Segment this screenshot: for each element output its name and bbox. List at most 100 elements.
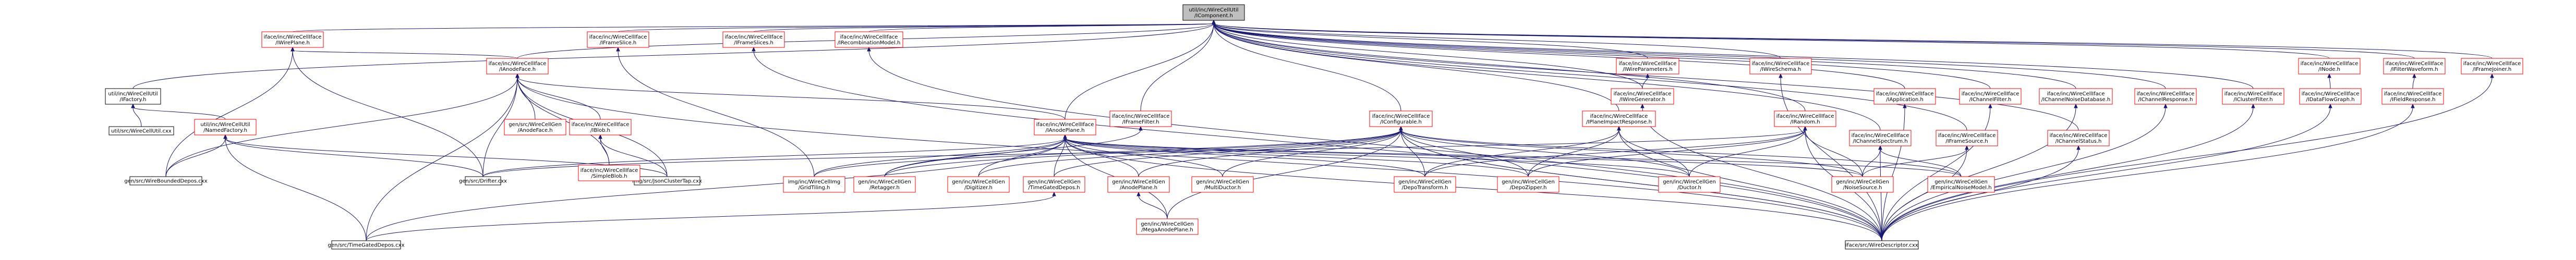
node-label-line: gen/inc/WireCellGen — [1663, 179, 1716, 185]
dependency-edge — [1212, 19, 2254, 89]
node-label-line: /SimpleBlob.h — [591, 174, 627, 179]
graph-node-anodeface[interactable]: gen/src/WireCellGen/AnodeFace.h — [504, 119, 566, 135]
node-label-line: gen/inc/WireCellGen — [1112, 179, 1165, 185]
node-box — [835, 31, 903, 48]
graph-node-irecombinationmodel[interactable]: iface/inc/WireCellIface/IRecombinationMo… — [835, 31, 903, 48]
graph-node-simpleblob[interactable]: iface/inc/WireCellIface/SimpleBlob.h — [578, 165, 640, 181]
graph-node-ichannelspectrum[interactable]: iface/inc/WireCellIface/IChannelSpectrum… — [1849, 130, 1912, 146]
node-label-line: util/inc/WireCellUtil — [1189, 7, 1238, 13]
node-label-line: iface/inc/WireCellIface — [2463, 61, 2521, 67]
graph-node-ichannelstatus[interactable]: iface/inc/WireCellIface/IChannelStatus.h — [2047, 130, 2110, 146]
graph-node-noisesource[interactable]: gen/inc/WireCellGen/NoiseSource.h — [1831, 176, 1894, 193]
dependency-edge — [515, 73, 601, 120]
dependency-edge — [165, 46, 295, 177]
dependency-edge — [1881, 103, 2332, 241]
node-box — [194, 119, 257, 135]
graph-node-retagger[interactable]: gen/inc/WireCellGen/Retagger.h — [853, 176, 916, 193]
dependency-edge — [1212, 19, 1991, 89]
graph-node-iblob[interactable]: iface/inc/WireCellIface/IBlob.h — [569, 119, 632, 135]
graph-node-iwiregenerator[interactable]: iface/inc/WireCellIface/IWireGenerator.h — [1611, 88, 1674, 105]
graph-node-inode[interactable]: iface/inc/WireCellIface/INode.h — [2298, 58, 2361, 75]
graph-node-idataflowgraph[interactable]: iface/inc/WireCellIface/IDataFlowGraph.h — [2299, 88, 2362, 105]
graph-node-iframesource[interactable]: iface/inc/WireCellIface/IFrameSource.h — [1936, 130, 1998, 146]
graph-node-anodeplane[interactable]: gen/inc/WireCellGen/AnodePlane.h — [1107, 176, 1170, 193]
graph-node-ifactory[interactable]: util/inc/WireCellUtil/IFactory.h — [105, 88, 161, 105]
dependency-edge — [2412, 73, 2416, 89]
graph-node-ifactory_cxx[interactable]: util/src/WireCellUtil.cxx — [108, 126, 174, 135]
node-label-line: gen/inc/WireCellGen — [1141, 221, 1194, 227]
graph-node-iconfigurable[interactable]: iface/inc/WireCellIface/IConfigurable.h — [1369, 110, 1433, 127]
dependency-edge — [616, 46, 815, 177]
graph-node-empiricalnoisemodel[interactable]: gen/inc/WireCellGen/EmpiricalNoiseModel.… — [1927, 176, 1995, 193]
graph-node-ianodeface[interactable]: iface/inc/WireCellIface/IAnodeFace.h — [486, 58, 549, 75]
graph-node-ichannelresponse[interactable]: iface/inc/WireCellIface/IChannelResponse… — [2134, 88, 2197, 105]
dependency-edge — [291, 46, 518, 59]
graph-node-depozipper[interactable]: gen/inc/WireCellGen/DepoZipper.h — [1497, 176, 1559, 193]
graph-node-drifter[interactable]: gen/src/Drifter.cxx — [459, 176, 507, 185]
dependency-edge — [1212, 19, 2493, 59]
node-label-line: /IChannelSpectrum.h — [1853, 139, 1907, 144]
node-label-line: gen/inc/WireCellGen — [1502, 179, 1555, 185]
node-label-line: iface/inc/WireCellIface — [840, 34, 898, 40]
graph-node-iclusterfilter[interactable]: iface/inc/WireCellIface/IClusterFilter.h — [2222, 88, 2284, 105]
node-label-line: /Digitizer.h — [964, 185, 993, 191]
graph-node-iapplication[interactable]: iface/inc/WireCellIface/IApplication.h — [1873, 88, 1936, 105]
dependency-edge — [1136, 191, 1168, 219]
node-box — [587, 31, 649, 48]
node-label-line: gen/inc/WireCellGen — [952, 179, 1005, 185]
node-label-line: /IFrameJoiner.h — [2473, 67, 2512, 72]
graph-node-wiredescriptor[interactable]: iface/src/WireDescriptor.cxx — [1845, 240, 1919, 250]
node-box — [2298, 58, 2361, 75]
dependency-edge — [1399, 126, 1690, 177]
graph-node-ductor[interactable]: gen/inc/WireCellGen/Ductor.h — [1658, 176, 1721, 193]
dependency-edge — [1399, 126, 1882, 241]
graph-node-depotransform[interactable]: gen/inc/WireCellGen/DepoTransform.h — [1394, 176, 1456, 193]
node-box — [1191, 176, 1254, 193]
graph-node-iwireschema[interactable]: iface/inc/WireCellIface/IWireSchema.h — [1749, 58, 1812, 75]
node-label-line: util/src/WireCellUtil.cxx — [111, 129, 172, 134]
dependency-edge — [291, 46, 483, 177]
graph-node-timegateddepos[interactable]: gen/src/TimeGatedDepos.cxx — [328, 240, 405, 250]
graph-node-wireboundeddepos[interactable]: gen/src/WireBoundedDepos.cxx — [124, 176, 208, 185]
node-label-line: iface/inc/WireCellIface — [1614, 91, 1672, 97]
node-label-line: /AnodeFace.h — [517, 128, 552, 133]
graph-node-megaanodeplane[interactable]: gen/inc/WireCellGen/MegaAnodePlane.h — [1136, 218, 1199, 235]
node-label-line: /IChannelStatus.h — [2055, 139, 2102, 144]
node-label-line: /IComponent.h — [1194, 13, 1233, 19]
graph-node-ianodeplane[interactable]: iface/inc/WireCellIface/IAnodePlane.h — [1034, 119, 1096, 135]
node-label-line: iface/inc/WireCellIface — [1112, 114, 1170, 119]
graph-node-ichannelnoisedatabase[interactable]: iface/inc/WireCellIface/IChannelNoiseDat… — [2039, 88, 2113, 105]
nodes-layer: util/inc/WireCellUtil/IComponent.h iface/… — [105, 4, 2523, 250]
graph-node-multiductor[interactable]: gen/inc/WireCellGen/MultiDuctor.h — [1191, 176, 1254, 193]
node-box — [2047, 130, 2110, 146]
graph-node-ifilterwaveform[interactable]: iface/inc/WireCellIface/IFilterWaveform.… — [2383, 58, 2446, 75]
node-box — [1034, 119, 1096, 135]
graph-node-iframefilter[interactable]: iface/inc/WireCellIface/IFrameFilter.h — [1109, 110, 1172, 127]
node-label-line: iface/inc/WireCellIface — [1962, 91, 2019, 97]
graph-node-ifieldresponse[interactable]: iface/inc/WireCellIface/IFieldResponse.h — [2381, 88, 2444, 105]
graph-node-iwireparameters[interactable]: iface/inc/WireCellIface/IWireParameters.… — [1616, 58, 1679, 75]
graph-node-jsonclustertap[interactable]: img/src/JsonClusterTap.cxx — [632, 176, 702, 185]
dependency-edge — [223, 134, 668, 177]
node-box — [1109, 110, 1172, 127]
graph-node-iframeslice[interactable]: iface/inc/WireCellIface/IFrameSlice.h — [587, 31, 649, 48]
dependency-edge — [618, 19, 1216, 32]
graph-node-digitizer[interactable]: gen/inc/WireCellGen/Digitizer.h — [947, 176, 1010, 193]
graph-node-iplaneimpactresponse[interactable]: iface/inc/WireCellIface/IPlaneImpactResp… — [1582, 110, 1656, 127]
node-label-line: /DepoZipper.h — [1510, 185, 1547, 191]
node-box — [2383, 58, 2446, 75]
graph-node-iwireplane[interactable]: iface/inc/WireCellIface/IWirePlane.h — [261, 31, 324, 48]
graph-node-namedfactory[interactable]: util/inc/WireCellUtil/NamedFactory.h — [194, 119, 257, 135]
dependency-edge — [132, 19, 1216, 89]
node-label-line: iface/inc/WireCellIface — [2386, 61, 2444, 67]
graph-node-irandom[interactable]: iface/inc/WireCellIface/IRandom.h — [1774, 110, 1836, 127]
graph-node-iframeslices[interactable]: iface/inc/WireCellIface/IFrameSlices.h — [722, 31, 785, 48]
node-box — [1849, 130, 1912, 146]
graph-node-iframejoiner[interactable]: iface/inc/WireCellIface/IFrameJoiner.h — [2461, 58, 2523, 75]
node-box — [1497, 176, 1559, 193]
graph-node-ichannelfilter[interactable]: iface/inc/WireCellIface/IChannelFilter.h — [1959, 88, 2022, 105]
graph-node-timegateddeposh[interactable]: gen/inc/WireCellGen/TimeGatedDepos.h — [1023, 176, 1085, 193]
graph-node-gridtiling[interactable]: img/inc/WireCellImg/GridTiling.h — [783, 176, 845, 193]
node-label-line: iface/inc/WireCellIface — [2137, 91, 2195, 97]
node-label-line: iface/inc/WireCellIface — [2050, 133, 2108, 139]
